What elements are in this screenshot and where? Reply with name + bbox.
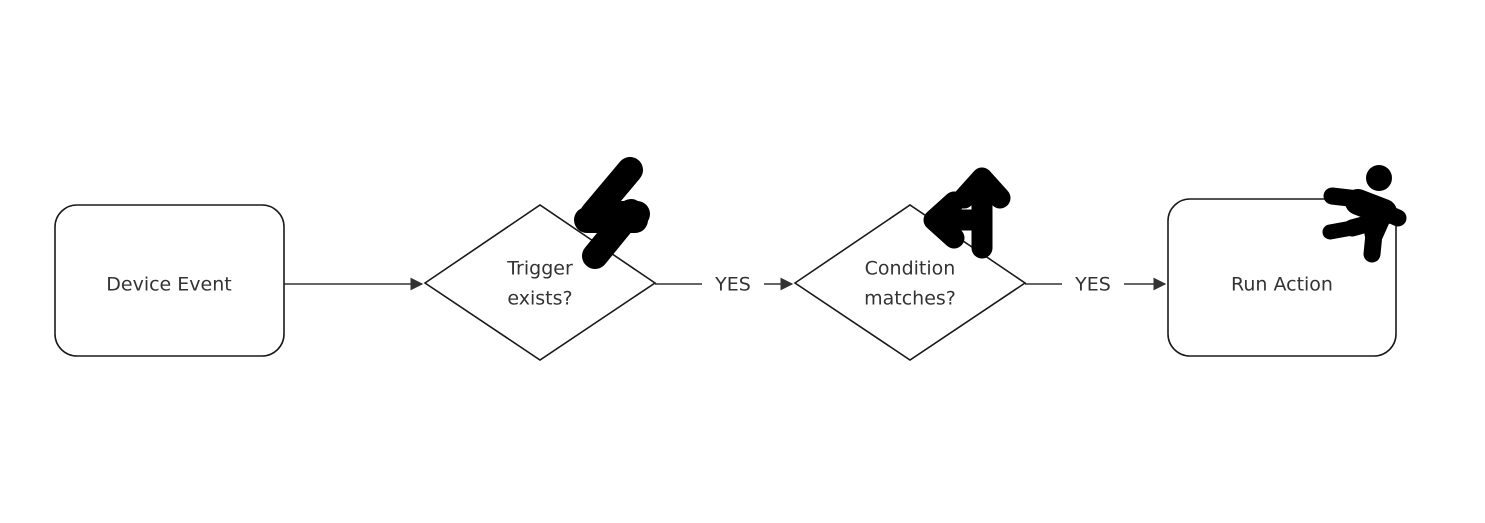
condition-matches-shape[interactable] [793,204,1027,361]
node-device-event[interactable]: Device Event [54,204,285,357]
edge-condition-to-action: YES [1025,274,1167,296]
edge-trigger-to-condition: YES [655,274,794,296]
node-run-action[interactable]: Run Action [1167,198,1397,357]
condition-matches-label-line2: matches? [864,288,956,310]
node-trigger-exists[interactable]: Trigger exists? [423,204,657,361]
run-action-shape[interactable] [1167,198,1397,357]
runner-head [1366,165,1392,191]
run-action-label: Run Action [1231,274,1333,296]
node-condition-matches[interactable]: Condition matches? [793,204,1027,361]
device-event-label: Device Event [106,274,231,296]
edge-label-yes-2: YES [1074,274,1111,296]
lightning-bolt-icon [574,157,650,269]
condition-matches-label-line1: Condition [865,258,956,280]
edge-label-yes-1: YES [714,274,751,296]
branch-arrow-icon [923,167,1011,259]
running-person-icon [1322,165,1407,263]
trigger-exists-label-line1: Trigger [506,258,573,280]
trigger-exists-shape[interactable] [423,204,657,361]
trigger-exists-label-line2: exists? [507,288,572,310]
device-event-shape[interactable] [54,204,285,357]
